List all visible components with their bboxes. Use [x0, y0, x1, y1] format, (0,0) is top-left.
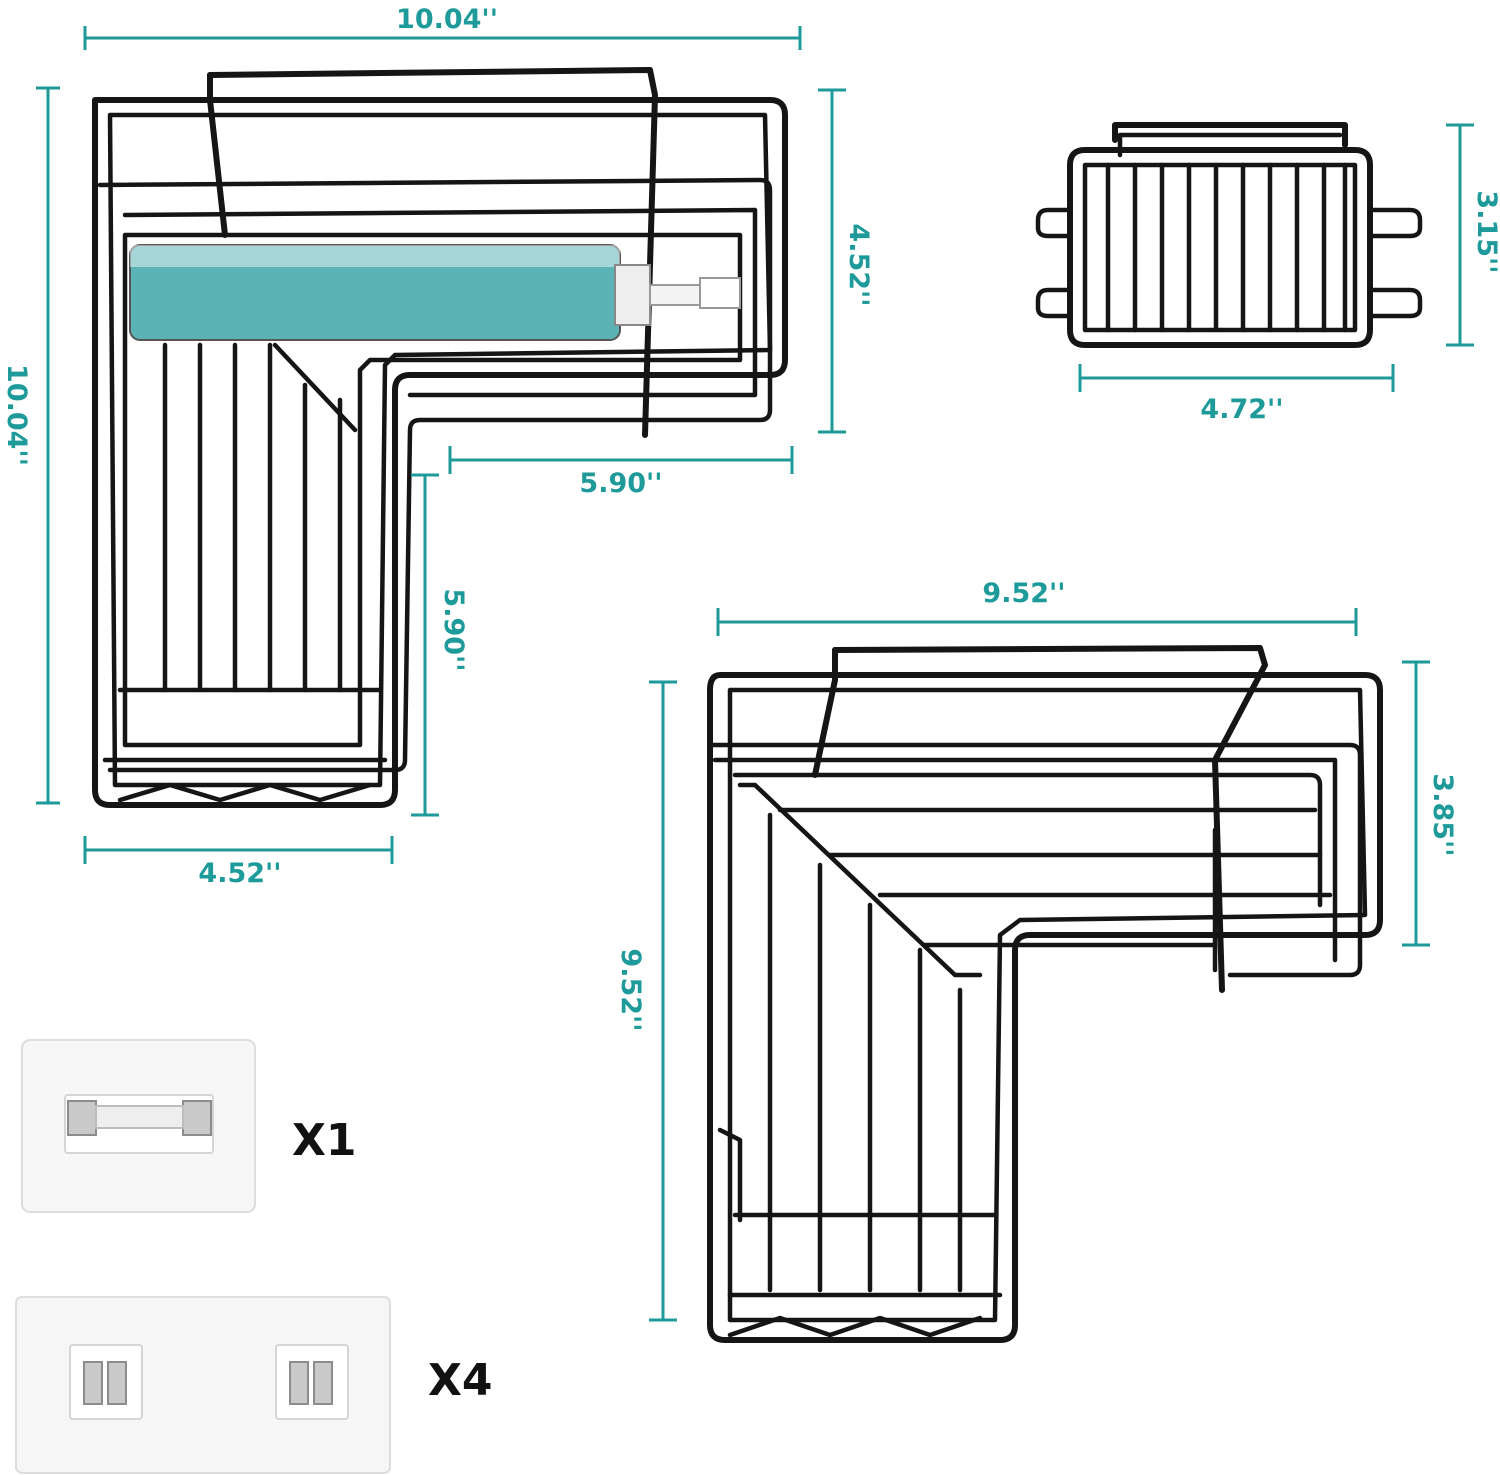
soap-dish-width-label: 4.72'' — [1200, 394, 1283, 425]
single-hook-quantity: X1 — [292, 1115, 357, 1166]
large-shelf-bottom-depth-label: 4.52'' — [198, 858, 281, 889]
small-shelf-depth-label: 3.85'' — [1427, 773, 1458, 856]
large-shelf-dimensions — [36, 26, 846, 864]
large-shelf-height-label: 10.04'' — [1, 364, 32, 466]
large-shelf-left-length-label: 5.90'' — [438, 588, 469, 671]
small-corner-shelf — [707, 645, 1383, 1343]
soap-dish-height-label: 3.15'' — [1471, 190, 1500, 273]
single-hook-adhesive-pad — [21, 1039, 256, 1213]
double-hook-adhesive-pad — [15, 1296, 391, 1474]
large-shelf-width-label: 10.04'' — [396, 4, 498, 35]
large-corner-shelf — [92, 67, 788, 808]
small-shelf-width-label: 9.52'' — [982, 578, 1065, 609]
soap-dish-dimensions — [1078, 123, 1474, 392]
large-shelf-right-length-label: 5.90'' — [579, 468, 662, 499]
soap-bottle-illustration — [129, 244, 741, 341]
small-shelf-dimensions — [649, 608, 1430, 1322]
soap-dish — [1035, 122, 1423, 348]
double-hook-quantity: X4 — [428, 1355, 493, 1406]
large-shelf-right-depth-label: 4.52'' — [843, 223, 874, 306]
small-shelf-height-label: 9.52'' — [615, 948, 646, 1031]
